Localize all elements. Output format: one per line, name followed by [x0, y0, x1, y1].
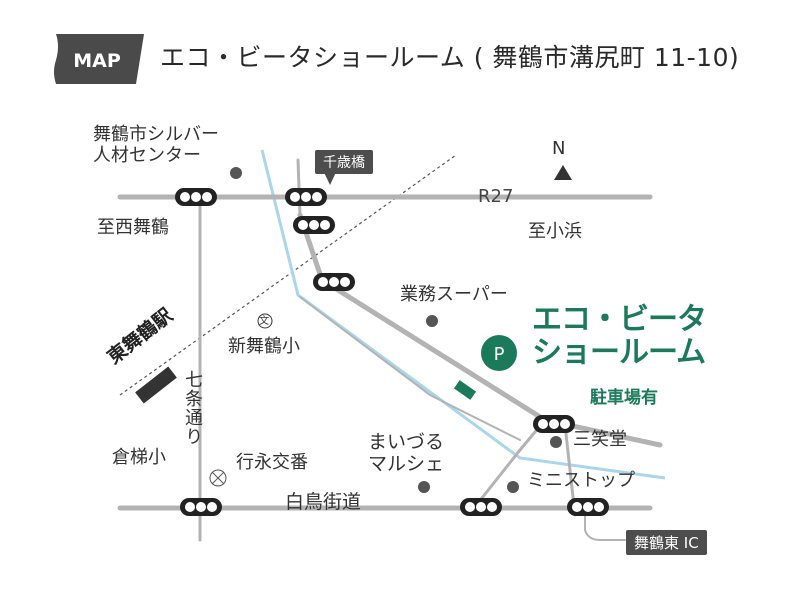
map-badge-text: MAP — [73, 50, 121, 72]
traffic-light — [313, 273, 355, 291]
traffic-light — [533, 415, 575, 433]
traffic-lights — [175, 188, 609, 516]
river — [260, 149, 666, 480]
traffic-light — [175, 188, 217, 206]
parking-note: 駐車場有 — [590, 388, 658, 408]
poi-dot-sanshodo — [550, 436, 562, 448]
traffic-light — [567, 498, 609, 516]
road-diagonal-2 — [297, 212, 663, 448]
poi-dot-gyomu-super — [426, 315, 438, 327]
poi-dot-silver-center — [230, 167, 242, 179]
label-silver-center: 舞鶴市シルバー 人材センター — [93, 124, 219, 166]
label-shirotori: 白鳥街道 — [285, 491, 362, 513]
traffic-light — [285, 188, 327, 206]
koban-icon — [209, 469, 227, 487]
label-shichijo: 七条通り — [182, 370, 203, 446]
page-title: エコ・ビータショールーム ( 舞鶴市溝尻町 11-10) — [160, 43, 740, 72]
parking-symbol: P — [494, 344, 505, 365]
traffic-light — [180, 498, 222, 516]
road-diagonal-3 — [299, 296, 521, 441]
label-chitosebashi: 千歳橋 — [315, 150, 373, 174]
label-higashi-ic: 舞鶴東 IC — [626, 530, 707, 555]
destination-name-line2: ショールーム — [532, 335, 706, 370]
station-icon — [135, 366, 177, 404]
compass-label: N — [552, 138, 566, 159]
road-ic — [584, 514, 626, 541]
label-to-obama: 至小浜 — [528, 221, 582, 242]
label-shinmaizuru-school: 新舞鶴小 — [228, 336, 300, 357]
traffic-light — [293, 216, 335, 234]
label-gyomu-super: 業務スーパー — [400, 284, 508, 305]
label-kurahashi-school: 倉梯小 — [112, 447, 166, 468]
label-sanshodo: 三笑堂 — [573, 429, 627, 450]
traffic-light — [460, 498, 502, 516]
label-ministop: ミニストップ — [527, 470, 635, 491]
school-icon — [257, 313, 273, 329]
label-gyoei-koban: 行永交番 — [236, 452, 308, 473]
label-maizuru-marche: まいづる マルシェ — [368, 431, 445, 475]
school-symbol: 文 — [259, 316, 269, 327]
route-label: R27 — [478, 186, 514, 207]
poi-dot-ministop — [507, 481, 519, 493]
north-arrow-icon — [554, 165, 572, 180]
road-diagonal-1 — [296, 158, 302, 217]
label-to-nishimaizuru: 至西舞鶴 — [97, 217, 169, 238]
map-badge: MAP — [54, 34, 144, 84]
poi-dot-marche — [418, 481, 430, 493]
destination-name-line1: エコ・ビータ — [532, 302, 707, 337]
destination-marker — [453, 380, 477, 400]
parking-icon — [481, 335, 517, 371]
